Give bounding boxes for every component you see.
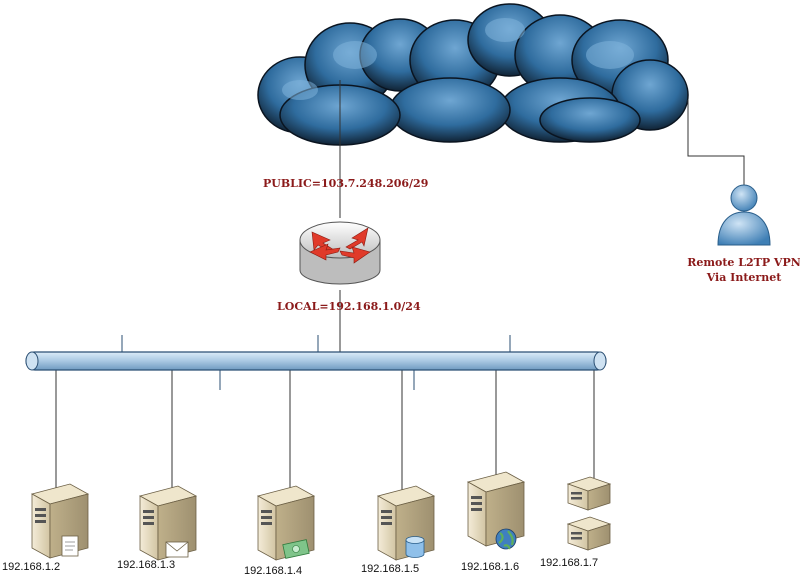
internet-cloud-icon bbox=[257, 3, 689, 146]
host-ip-label: 192.168.1.7 bbox=[540, 557, 598, 569]
link-lines bbox=[55, 80, 745, 492]
ethernet-bus bbox=[25, 335, 607, 390]
server-rack-icon bbox=[566, 476, 612, 551]
host-ip-label: 192.168.1.3 bbox=[117, 559, 175, 571]
remote-vpn-label-line2: Via Internet bbox=[706, 271, 782, 284]
database-icon bbox=[405, 536, 425, 558]
server-tower-icon bbox=[30, 483, 90, 559]
envelope-icon bbox=[165, 541, 189, 558]
globe-icon bbox=[495, 528, 517, 550]
router-icon bbox=[299, 221, 381, 285]
server-tower-icon bbox=[466, 471, 526, 547]
host-ip-label: 192.168.1.4 bbox=[244, 565, 302, 577]
public-address-label: PUBLIC=103.7.248.206/29 bbox=[263, 177, 428, 190]
server-tower-icon bbox=[376, 485, 436, 561]
remote-user-icon bbox=[717, 184, 771, 246]
document-icon bbox=[61, 535, 79, 557]
host-ip-label: 192.168.1.2 bbox=[2, 561, 60, 573]
host-ip-label: 192.168.1.6 bbox=[461, 561, 519, 573]
money-icon bbox=[282, 539, 310, 559]
host-ip-label: 192.168.1.5 bbox=[361, 563, 419, 575]
local-network-label: LOCAL=192.168.1.0/24 bbox=[277, 300, 421, 313]
cloud-remote-link bbox=[687, 100, 745, 185]
remote-vpn-label-line1: Remote L2TP VPN bbox=[687, 256, 800, 269]
